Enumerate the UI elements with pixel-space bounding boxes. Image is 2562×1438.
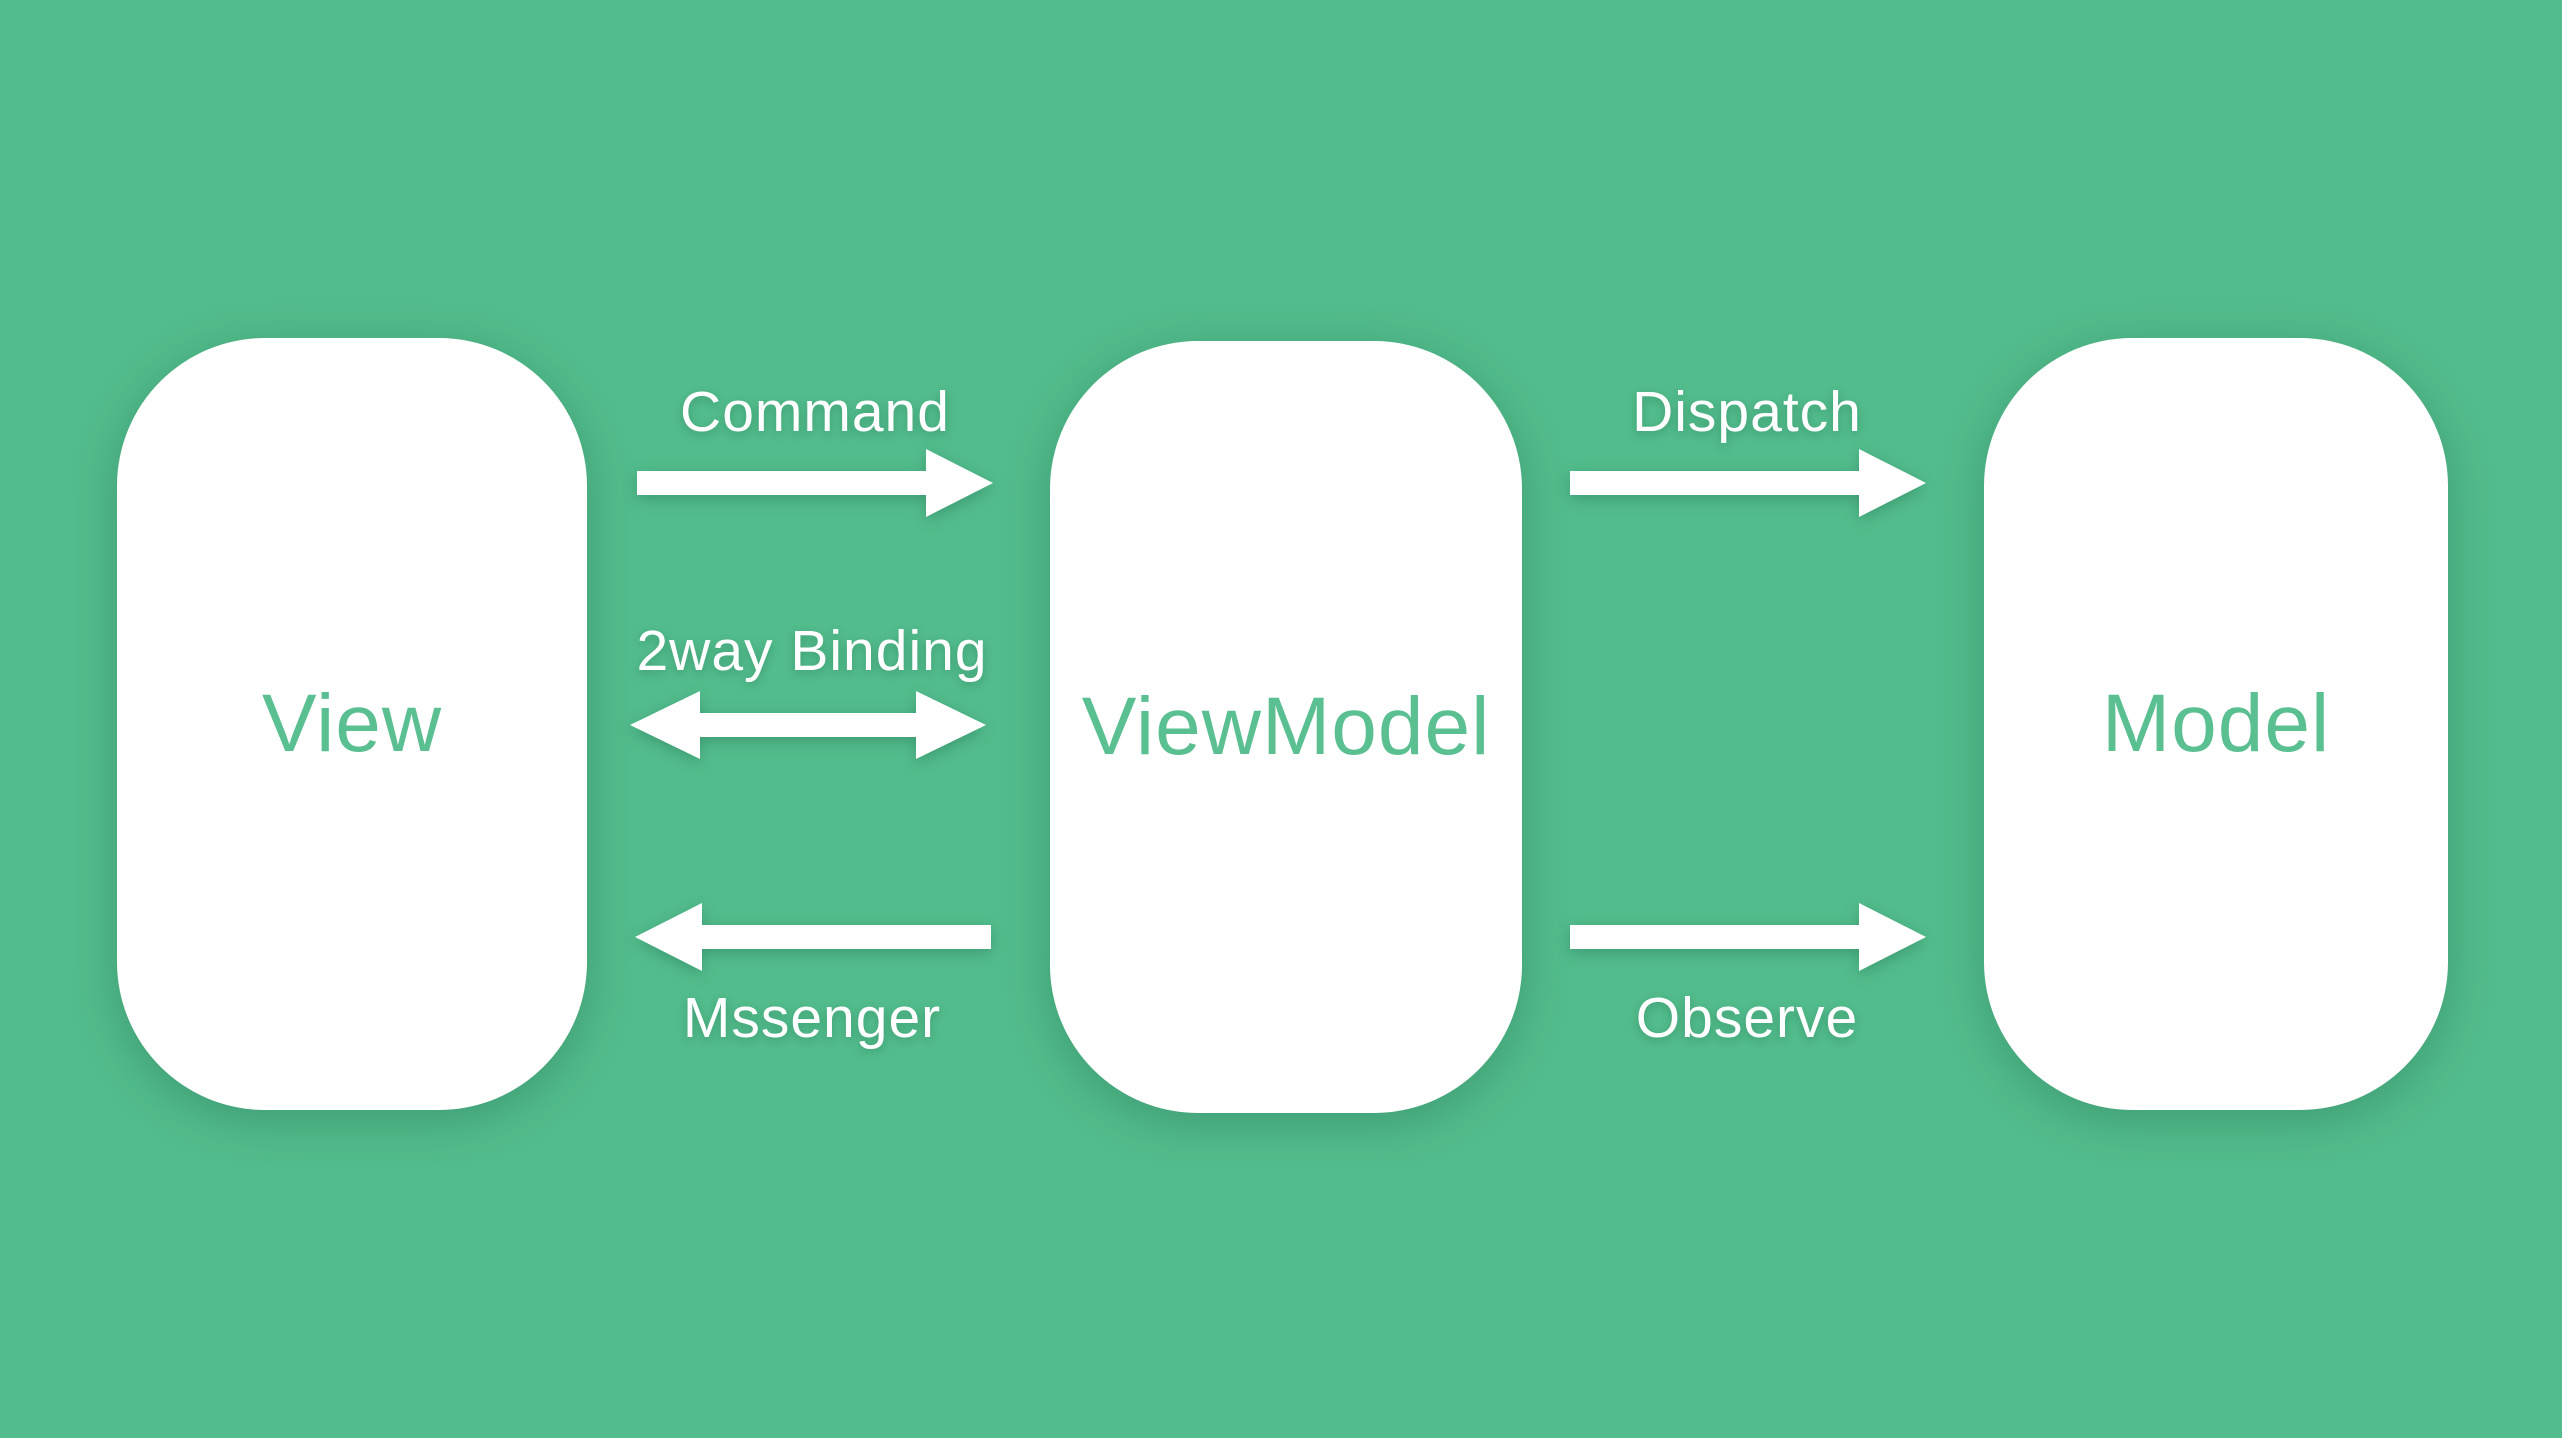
edge-two-way-binding-label: 2way Binding [636,619,988,683]
edge-observe-label: Observe [1635,986,1859,1050]
node-view-label: View [261,678,443,769]
node-model: Model [1984,338,2448,1110]
node-viewmodel: ViewModel [1050,341,1522,1113]
messenger-arrow-left-icon [635,902,991,972]
node-view: View [117,338,587,1110]
two-way-binding-arrow-both-icon [630,690,986,760]
dispatch-arrow-right-icon [1570,448,1926,518]
observe-arrow-right-icon [1570,902,1926,972]
edge-messenger-label: Mssenger [682,986,942,1050]
edge-dispatch-label: Dispatch [1632,380,1862,444]
command-arrow-right-icon [637,448,993,518]
edge-command-label: Command [680,380,950,444]
node-viewmodel-label: ViewModel [1081,681,1491,772]
node-model-label: Model [2101,678,2331,769]
